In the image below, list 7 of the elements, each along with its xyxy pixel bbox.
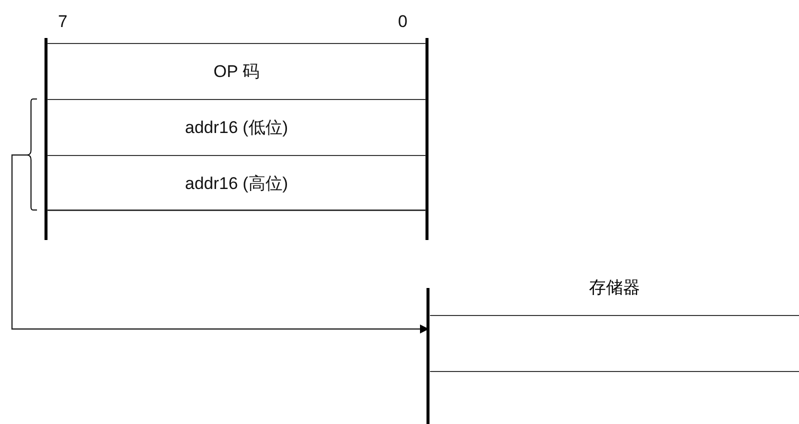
field-label: addr16 (高位) [185, 172, 288, 194]
field-label: addr16 (低位) [185, 117, 288, 139]
field-label: OP 码 [214, 61, 260, 83]
memory-heading: 存储器 [588, 277, 641, 299]
arrow [11, 154, 429, 334]
bit-number: 0 [398, 12, 408, 32]
bit-number: 7 [58, 12, 68, 32]
